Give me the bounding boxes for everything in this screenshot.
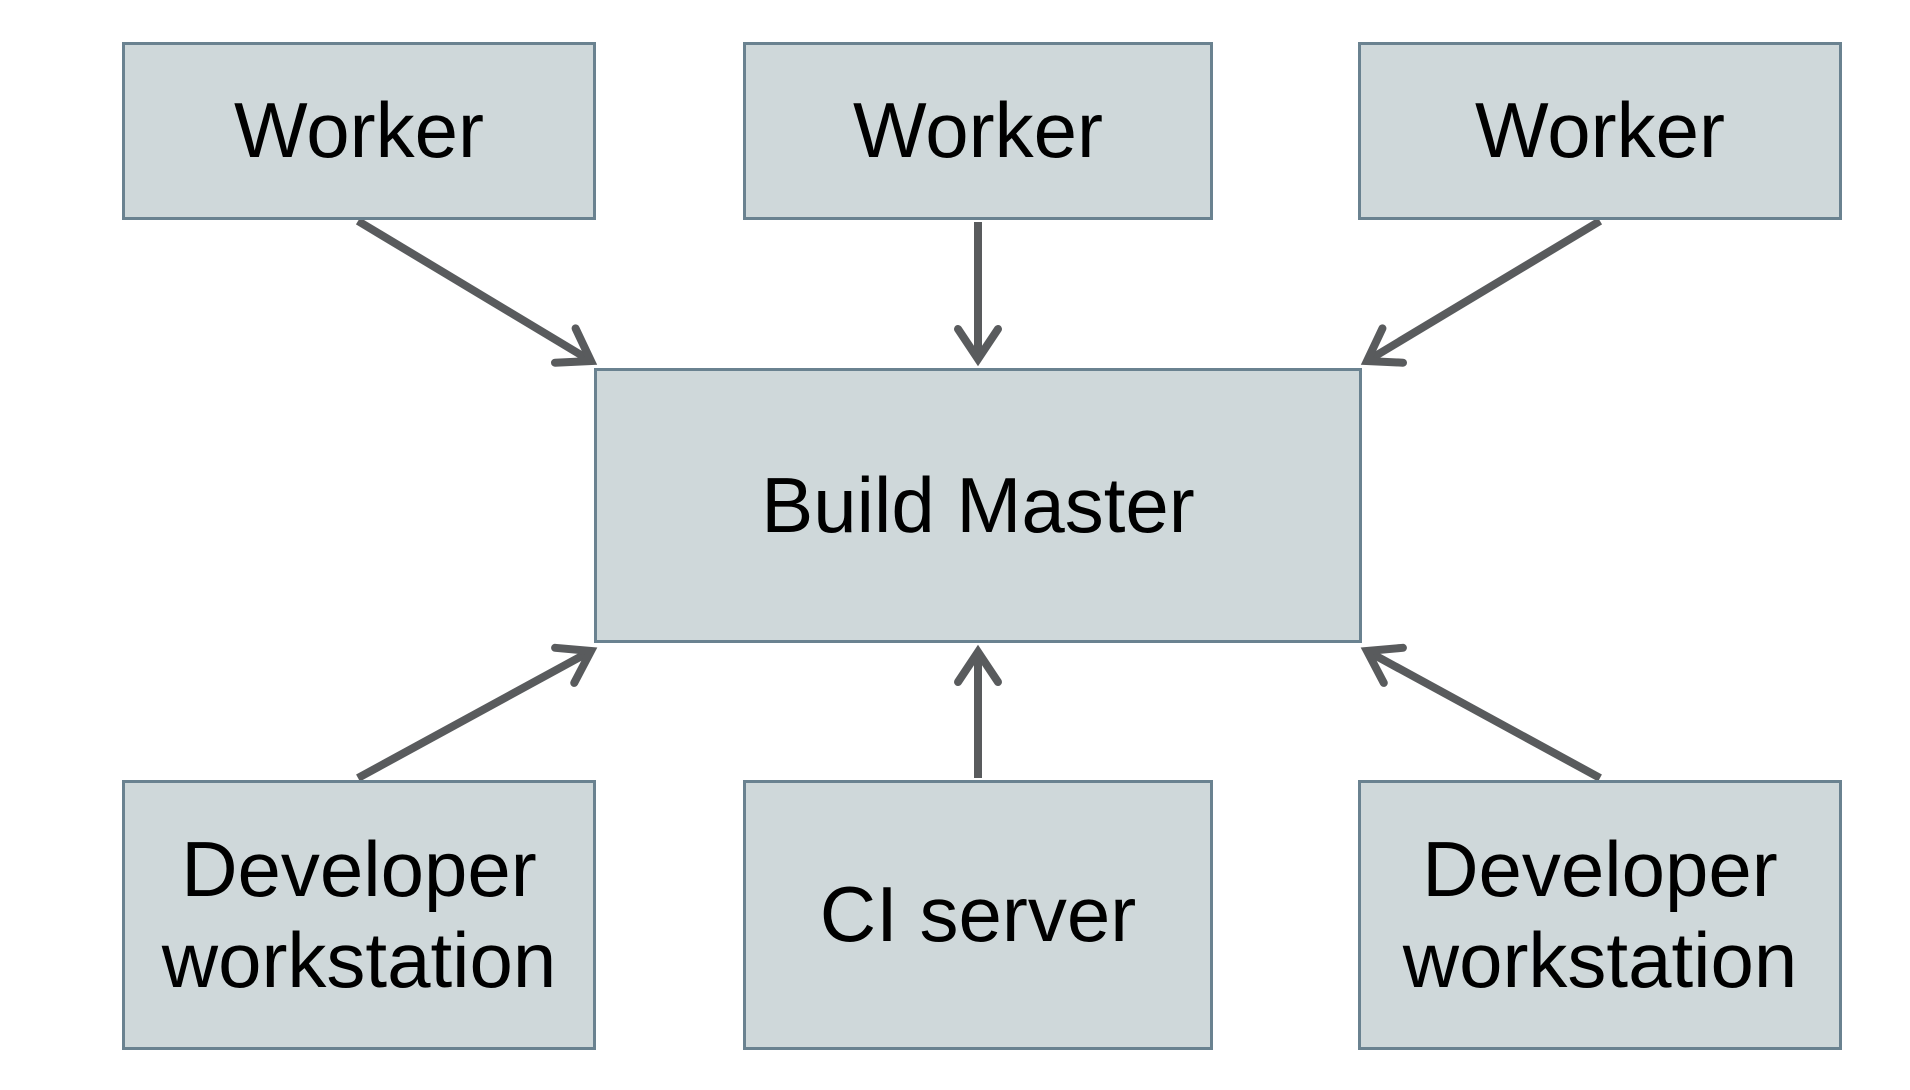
node-worker-2: Worker [743,42,1213,220]
node-developer-workstation-2: Developer workstation [1358,780,1842,1050]
node-label-worker-3: Worker [1475,86,1725,175]
arrow-developer-workstation-2-to-build-master [1360,643,1602,782]
node-build-master: Build Master [594,368,1362,643]
node-label-build-master: Build Master [761,460,1195,549]
node-label-worker-2: Worker [853,86,1103,175]
arrow-worker-3-to-build-master [1360,217,1603,367]
arrow-developer-workstation-1-to-build-master [356,643,598,782]
node-worker-1: Worker [122,42,596,220]
node-developer-workstation-1: Developer workstation [122,780,596,1050]
node-label-worker-1: Worker [234,86,484,175]
node-label-ci-server: CI server [819,870,1137,959]
node-label-developer-workstation-1: Developer workstation [161,824,557,1004]
arrow-worker-1-to-build-master [355,217,598,367]
node-ci-server: CI server [743,780,1213,1050]
node-label-developer-workstation-2: Developer workstation [1402,824,1798,1004]
node-worker-3: Worker [1358,42,1842,220]
